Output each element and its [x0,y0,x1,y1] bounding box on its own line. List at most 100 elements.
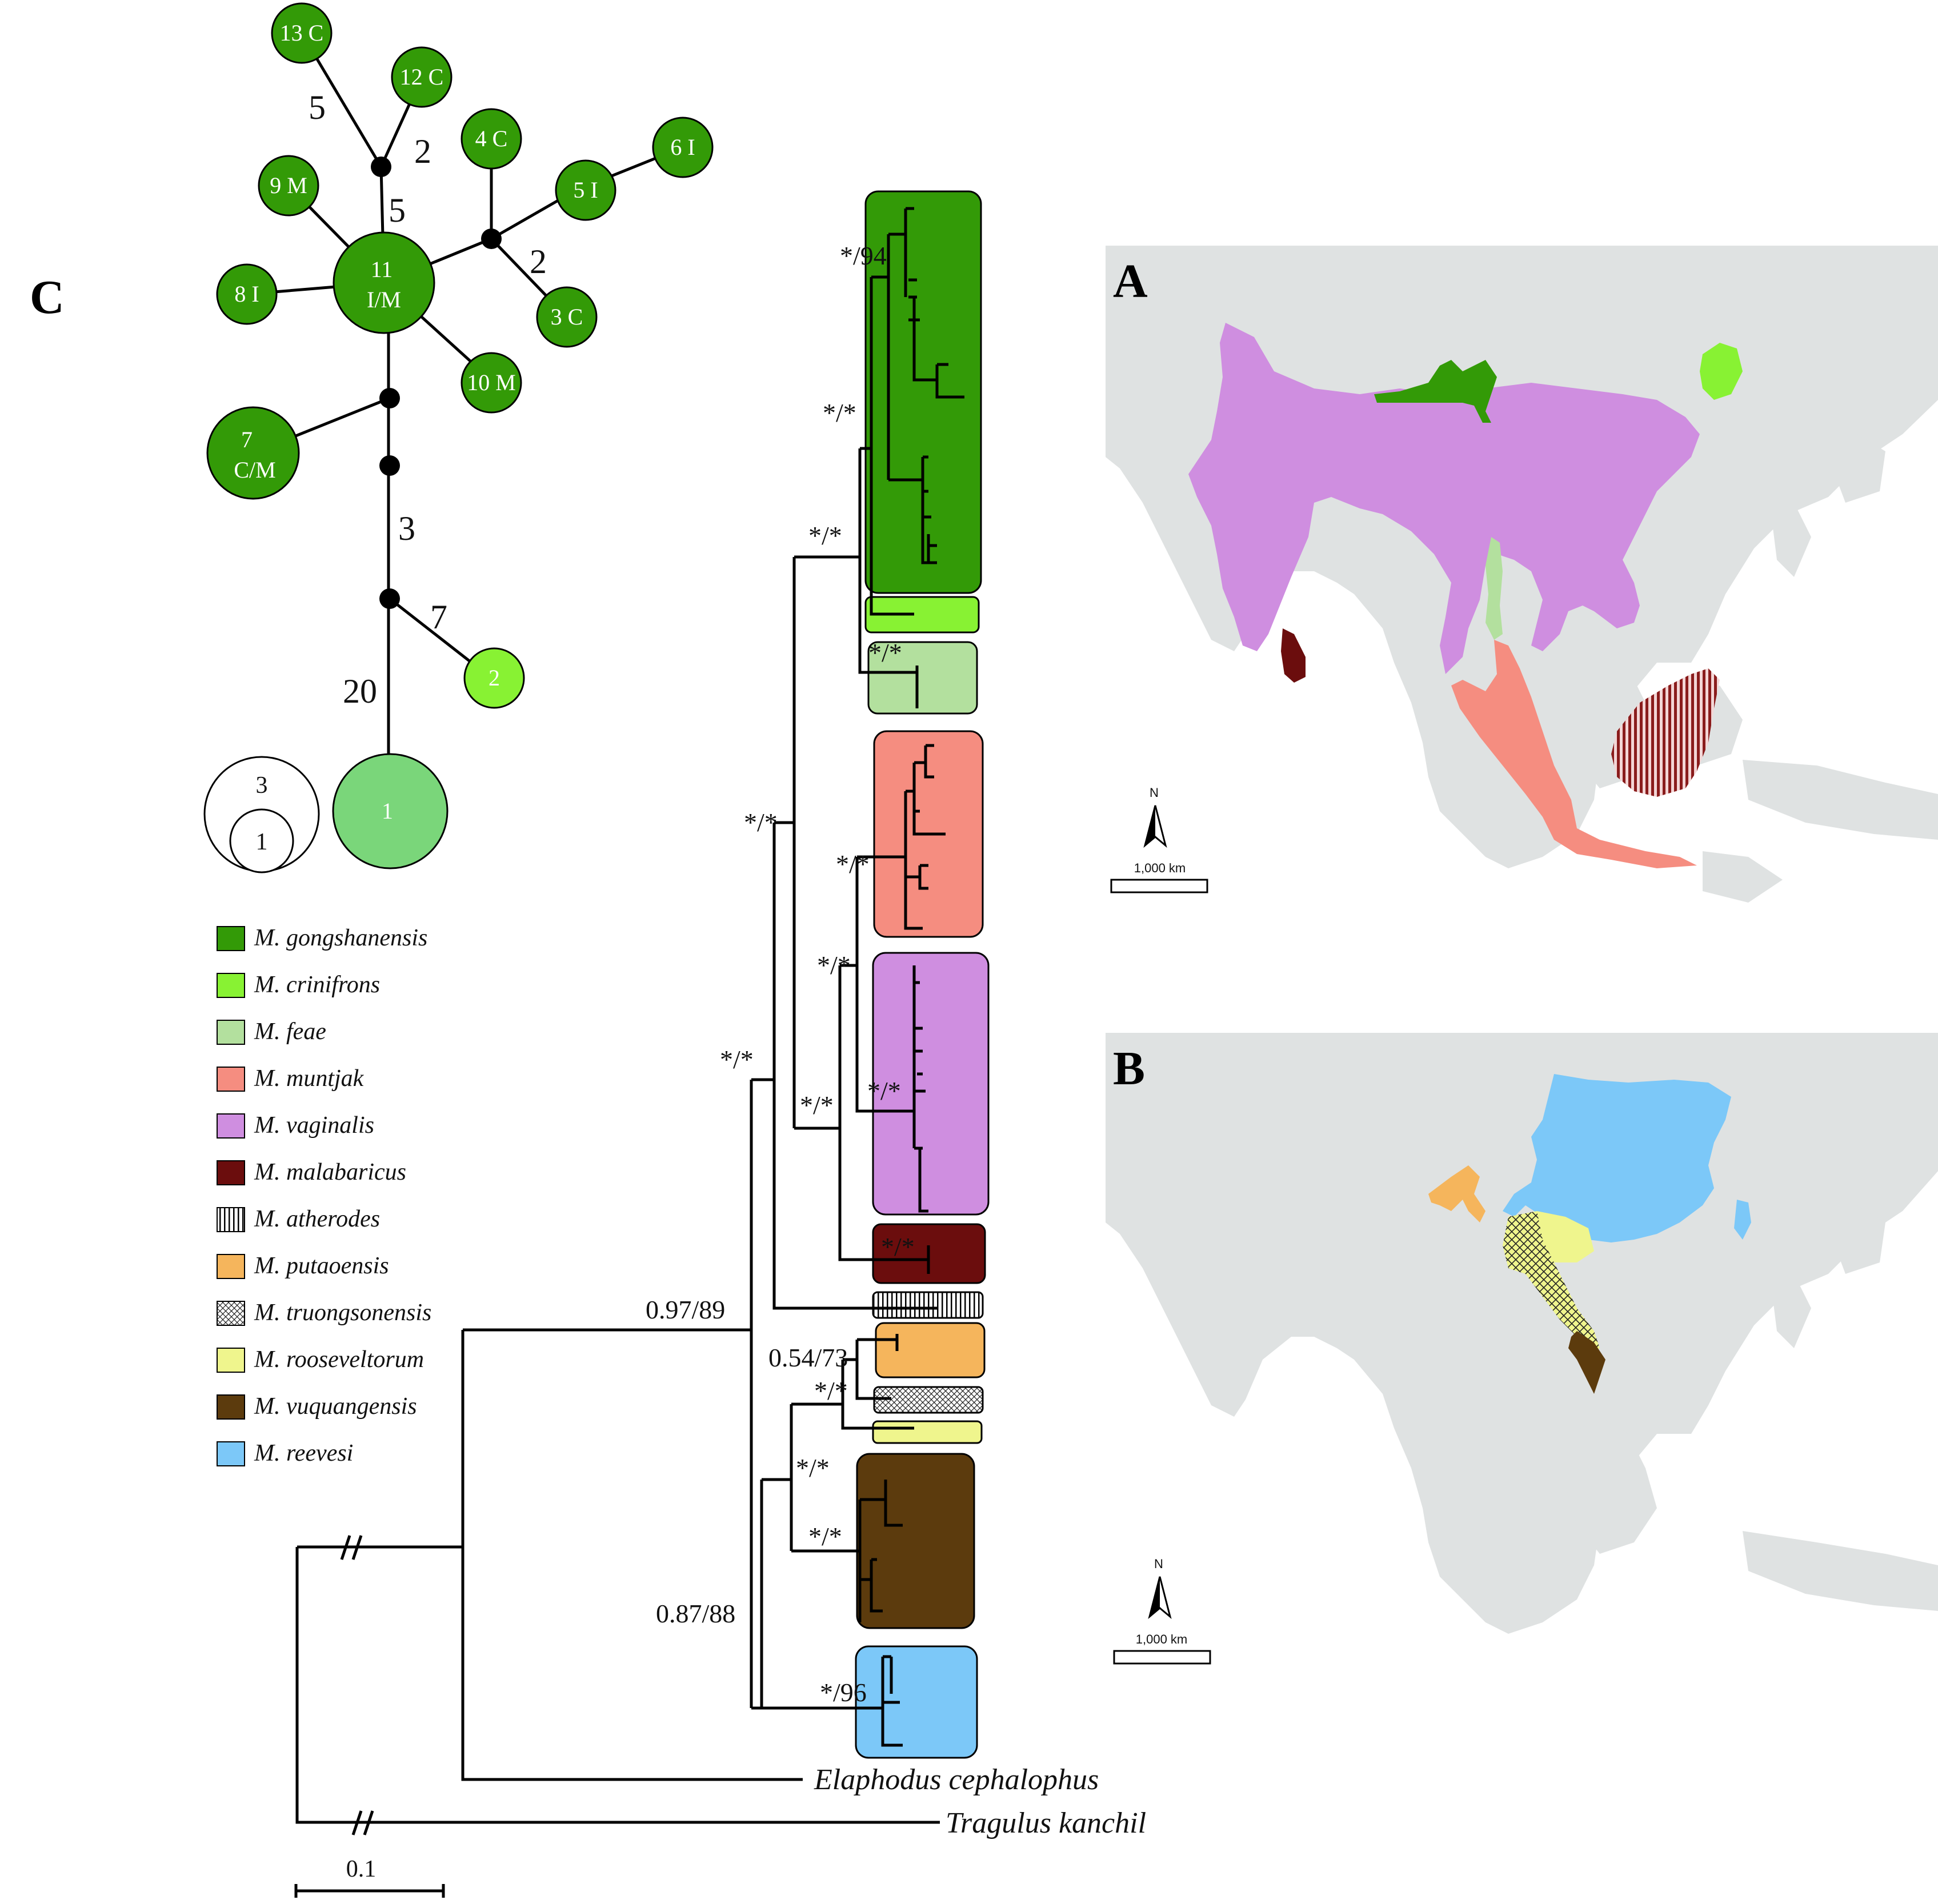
svg-text:C/M: C/M [234,457,275,483]
panel-letter-b: B [1113,1042,1145,1095]
map-b: N 1,000 km B [1106,1033,1938,1690]
edge-label: 2 [530,243,547,280]
haplotype-12: 12 C [391,46,453,108]
range-vaginalis [1188,323,1700,674]
species-legend: M. gongshanensis M. crinifrons M. feae M… [217,925,431,1466]
svg-text:I/M: I/M [367,287,401,312]
svg-text:M. reevesi: M. reevesi [254,1440,353,1466]
svg-text:12 C: 12 C [400,64,444,90]
phylogenetic-tree: */94 */* */* */* */* */* */* */* */* */*… [294,190,1146,1898]
range-muntjak [1451,640,1697,868]
svg-text:1: 1 [382,798,393,824]
range-atherodes [1611,668,1720,797]
size-key: 3 1 [203,756,320,873]
svg-text:9 M: 9 M [270,173,307,198]
edge-label: 20 [343,672,377,710]
north-arrow-a: N [1143,785,1167,848]
svg-text:10 M: 10 M [467,370,516,395]
support-value: */* [796,1453,830,1482]
svg-text:M. muntjak: M. muntjak [254,1065,365,1092]
svg-text:M. feae: M. feae [254,1019,326,1045]
range-vuquangensis [1568,1331,1605,1394]
map-b-land [1106,1033,1938,1634]
legend-item: M. putaoensis [217,1253,389,1279]
haplotype-6: 6 I [652,117,714,178]
clade-box-vaginalis [872,952,990,1216]
support-value: */94 [840,241,887,270]
support-value: 0.97/89 [646,1295,725,1324]
haplotype-2: 2 [463,647,525,709]
clade-box-reevesi [855,1645,978,1759]
taxon-tragulus: Tragulus kanchil [946,1807,1146,1839]
north-label: N [1150,785,1159,800]
north-label: N [1154,1557,1163,1571]
haplotype-7: 7 C/M [206,406,300,500]
svg-text:4 C: 4 C [475,126,508,151]
haplotype-4: 4 C [461,108,522,170]
support-value: */* [744,808,778,837]
legend-item: M. reevesi [217,1440,353,1466]
haplotype-5: 5 I [555,159,616,221]
support-value: 0.54/73 [768,1343,848,1372]
svg-text:7: 7 [241,427,253,452]
haplotype-11: 11 I/M [333,231,435,334]
svg-text:M. malabaricus: M. malabaricus [254,1159,406,1185]
map-a: N 1,000 km A [1106,246,1938,923]
haplotype-8: 8 I [216,263,278,325]
edge-label: 7 [430,598,447,636]
svg-text:M. gongshanensis: M. gongshanensis [254,925,427,951]
legend-item: M. crinifrons [217,972,380,998]
svg-text:M. atherodes: M. atherodes [254,1206,380,1232]
legend-item: M. vuquangensis [217,1393,417,1420]
panel-letter-c: C [30,271,65,324]
range-putaoensis [1428,1165,1485,1222]
haplotype-10: 10 M [461,352,522,414]
support-value: */* [720,1045,754,1074]
svg-text:8 I: 8 I [234,281,259,307]
svg-text:2: 2 [488,665,500,691]
support-value: */* [881,1232,915,1261]
svg-text:6 I: 6 I [670,134,695,160]
clade-box-gongshanensis [864,190,982,594]
legend-item: M. malabaricus [217,1159,406,1185]
svg-text:3 C: 3 C [551,304,583,330]
svg-text:M. putaoensis: M. putaoensis [254,1253,389,1279]
svg-text:13 C: 13 C [280,20,324,46]
legend-item: M. vaginalis [217,1112,374,1139]
clade-box-atherodes [872,1291,984,1319]
clade-box-putaoensis [875,1322,986,1378]
haplotype-3: 3 C [536,286,598,348]
support-value: */* [817,951,851,980]
support-value: */* [868,638,902,667]
svg-text:5 I: 5 I [573,177,598,203]
range-gongshanensis [1374,360,1497,423]
haplotype-1: 1 [332,753,449,869]
edge-label: 2 [414,133,431,170]
legend-item: M. atherodes [217,1206,380,1232]
svg-text:M. vuquangensis: M. vuquangensis [254,1393,417,1420]
support-value: */* [836,849,870,879]
range-malabaricus [1281,628,1306,683]
map-scale-label: 1,000 km [1136,1632,1188,1646]
legend-item: M. gongshanensis [217,925,427,951]
support-value: */* [867,1076,901,1105]
range-crinifrons [1700,343,1743,400]
legend-item: M. feae [217,1019,326,1045]
legend-item: M. rooseveltorum [217,1346,424,1373]
svg-text:M. truongsonensis: M. truongsonensis [254,1300,431,1326]
taxon-elaphodus: Elaphodus cephalophus [814,1763,1099,1796]
range-feae [1485,537,1503,640]
north-arrow-b: N [1148,1557,1172,1620]
tree-scale-bar: 0.1 [294,1856,445,1898]
support-value: */* [814,1376,848,1405]
support-value: */* [800,1091,834,1120]
svg-text:1: 1 [256,829,268,855]
scale-bar-b: 1,000 km [1113,1632,1211,1665]
edge-label: 3 [398,510,415,547]
clade-box-vuquangensis [856,1453,975,1629]
range-rooseveltorum [1537,1211,1594,1262]
svg-text:M. crinifrons: M. crinifrons [254,972,380,998]
support-value: */* [823,398,856,427]
branch-break [340,1535,374,1835]
